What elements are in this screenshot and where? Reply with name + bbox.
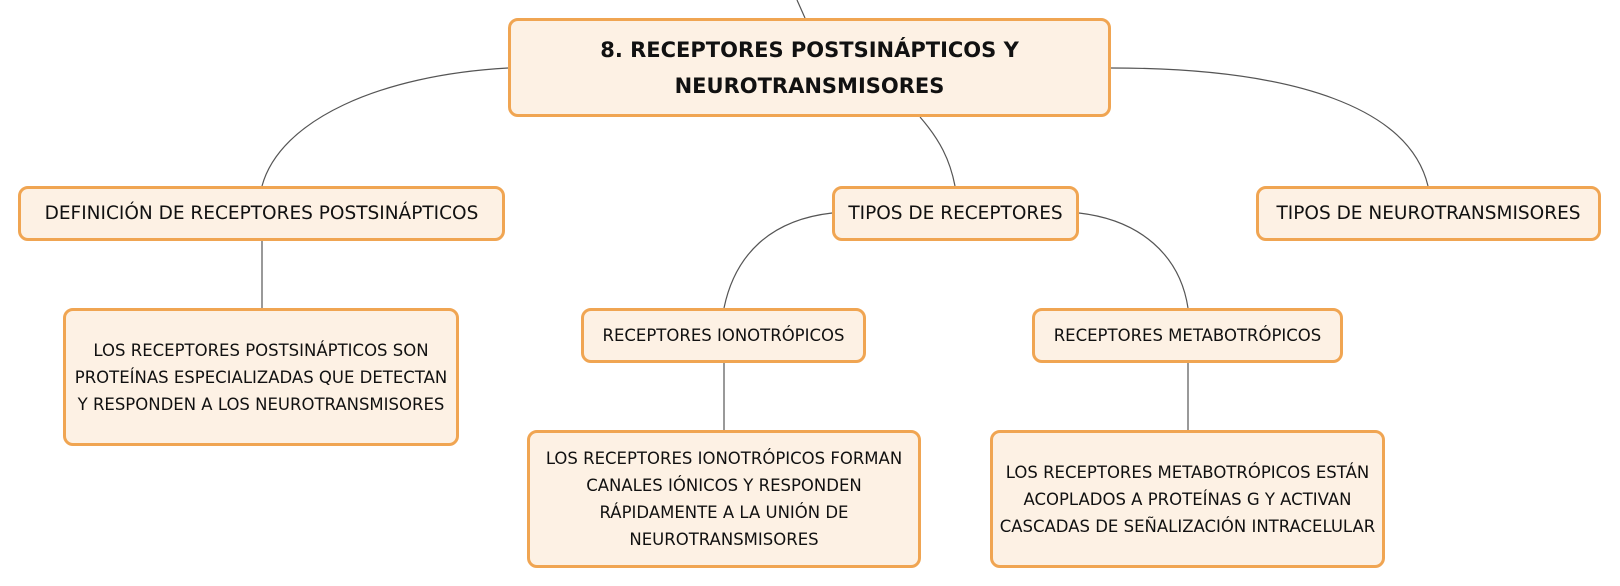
- ionotropicos-node[interactable]: RECEPTORES IONOTRÓPICOS: [581, 308, 866, 363]
- tipos-neurotransmisores-label: TIPOS DE NEUROTRANSMISORES: [1276, 203, 1581, 224]
- root-topic-node[interactable]: 8. RECEPTORES POSTSINÁPTICOS Y NEUROTRAN…: [508, 18, 1111, 117]
- definicion-detail-node[interactable]: LOS RECEPTORES POSTSINÁPTICOS SON PROTEÍ…: [63, 308, 459, 446]
- metabotropicos-node[interactable]: RECEPTORES METABOTRÓPICOS: [1032, 308, 1343, 363]
- definicion-detail-text: LOS RECEPTORES POSTSINÁPTICOS SON PROTEÍ…: [74, 340, 448, 414]
- ionotropicos-detail-node[interactable]: LOS RECEPTORES IONOTRÓPICOS FORMAN CANAL…: [527, 430, 921, 568]
- connector-root-to-tipos-receptores: [919, 116, 956, 187]
- metabotropicos-detail-node[interactable]: LOS RECEPTORES METABOTRÓPICOS ESTÁN ACOP…: [990, 430, 1385, 568]
- root-topic-label: 8. RECEPTORES POSTSINÁPTICOS Y NEUROTRAN…: [600, 37, 1019, 98]
- tipos-receptores-label: TIPOS DE RECEPTORES: [848, 203, 1063, 224]
- connector-tipos-to-metabotropicos: [1078, 212, 1189, 309]
- connector-tipos-to-ionotropicos: [723, 212, 833, 309]
- ionotropicos-label: RECEPTORES IONOTRÓPICOS: [602, 326, 845, 345]
- ionotropicos-detail-text: LOS RECEPTORES IONOTRÓPICOS FORMAN CANAL…: [545, 449, 903, 549]
- connector-root-to-definicion: [261, 67, 509, 187]
- connector-incoming: [796, 0, 806, 19]
- metabotropicos-detail-text: LOS RECEPTORES METABOTRÓPICOS ESTÁN ACOP…: [999, 462, 1376, 536]
- connector-root-to-tipos-neurotransmisores: [1110, 67, 1429, 187]
- metabotropicos-label: RECEPTORES METABOTRÓPICOS: [1053, 326, 1322, 345]
- definicion-label: DEFINICIÓN DE RECEPTORES POSTSINÁPTICOS: [44, 203, 479, 224]
- tipos-receptores-node[interactable]: TIPOS DE RECEPTORES: [832, 186, 1079, 241]
- definicion-node[interactable]: DEFINICIÓN DE RECEPTORES POSTSINÁPTICOS: [18, 186, 505, 241]
- tipos-neurotransmisores-node[interactable]: TIPOS DE NEUROTRANSMISORES: [1256, 186, 1601, 241]
